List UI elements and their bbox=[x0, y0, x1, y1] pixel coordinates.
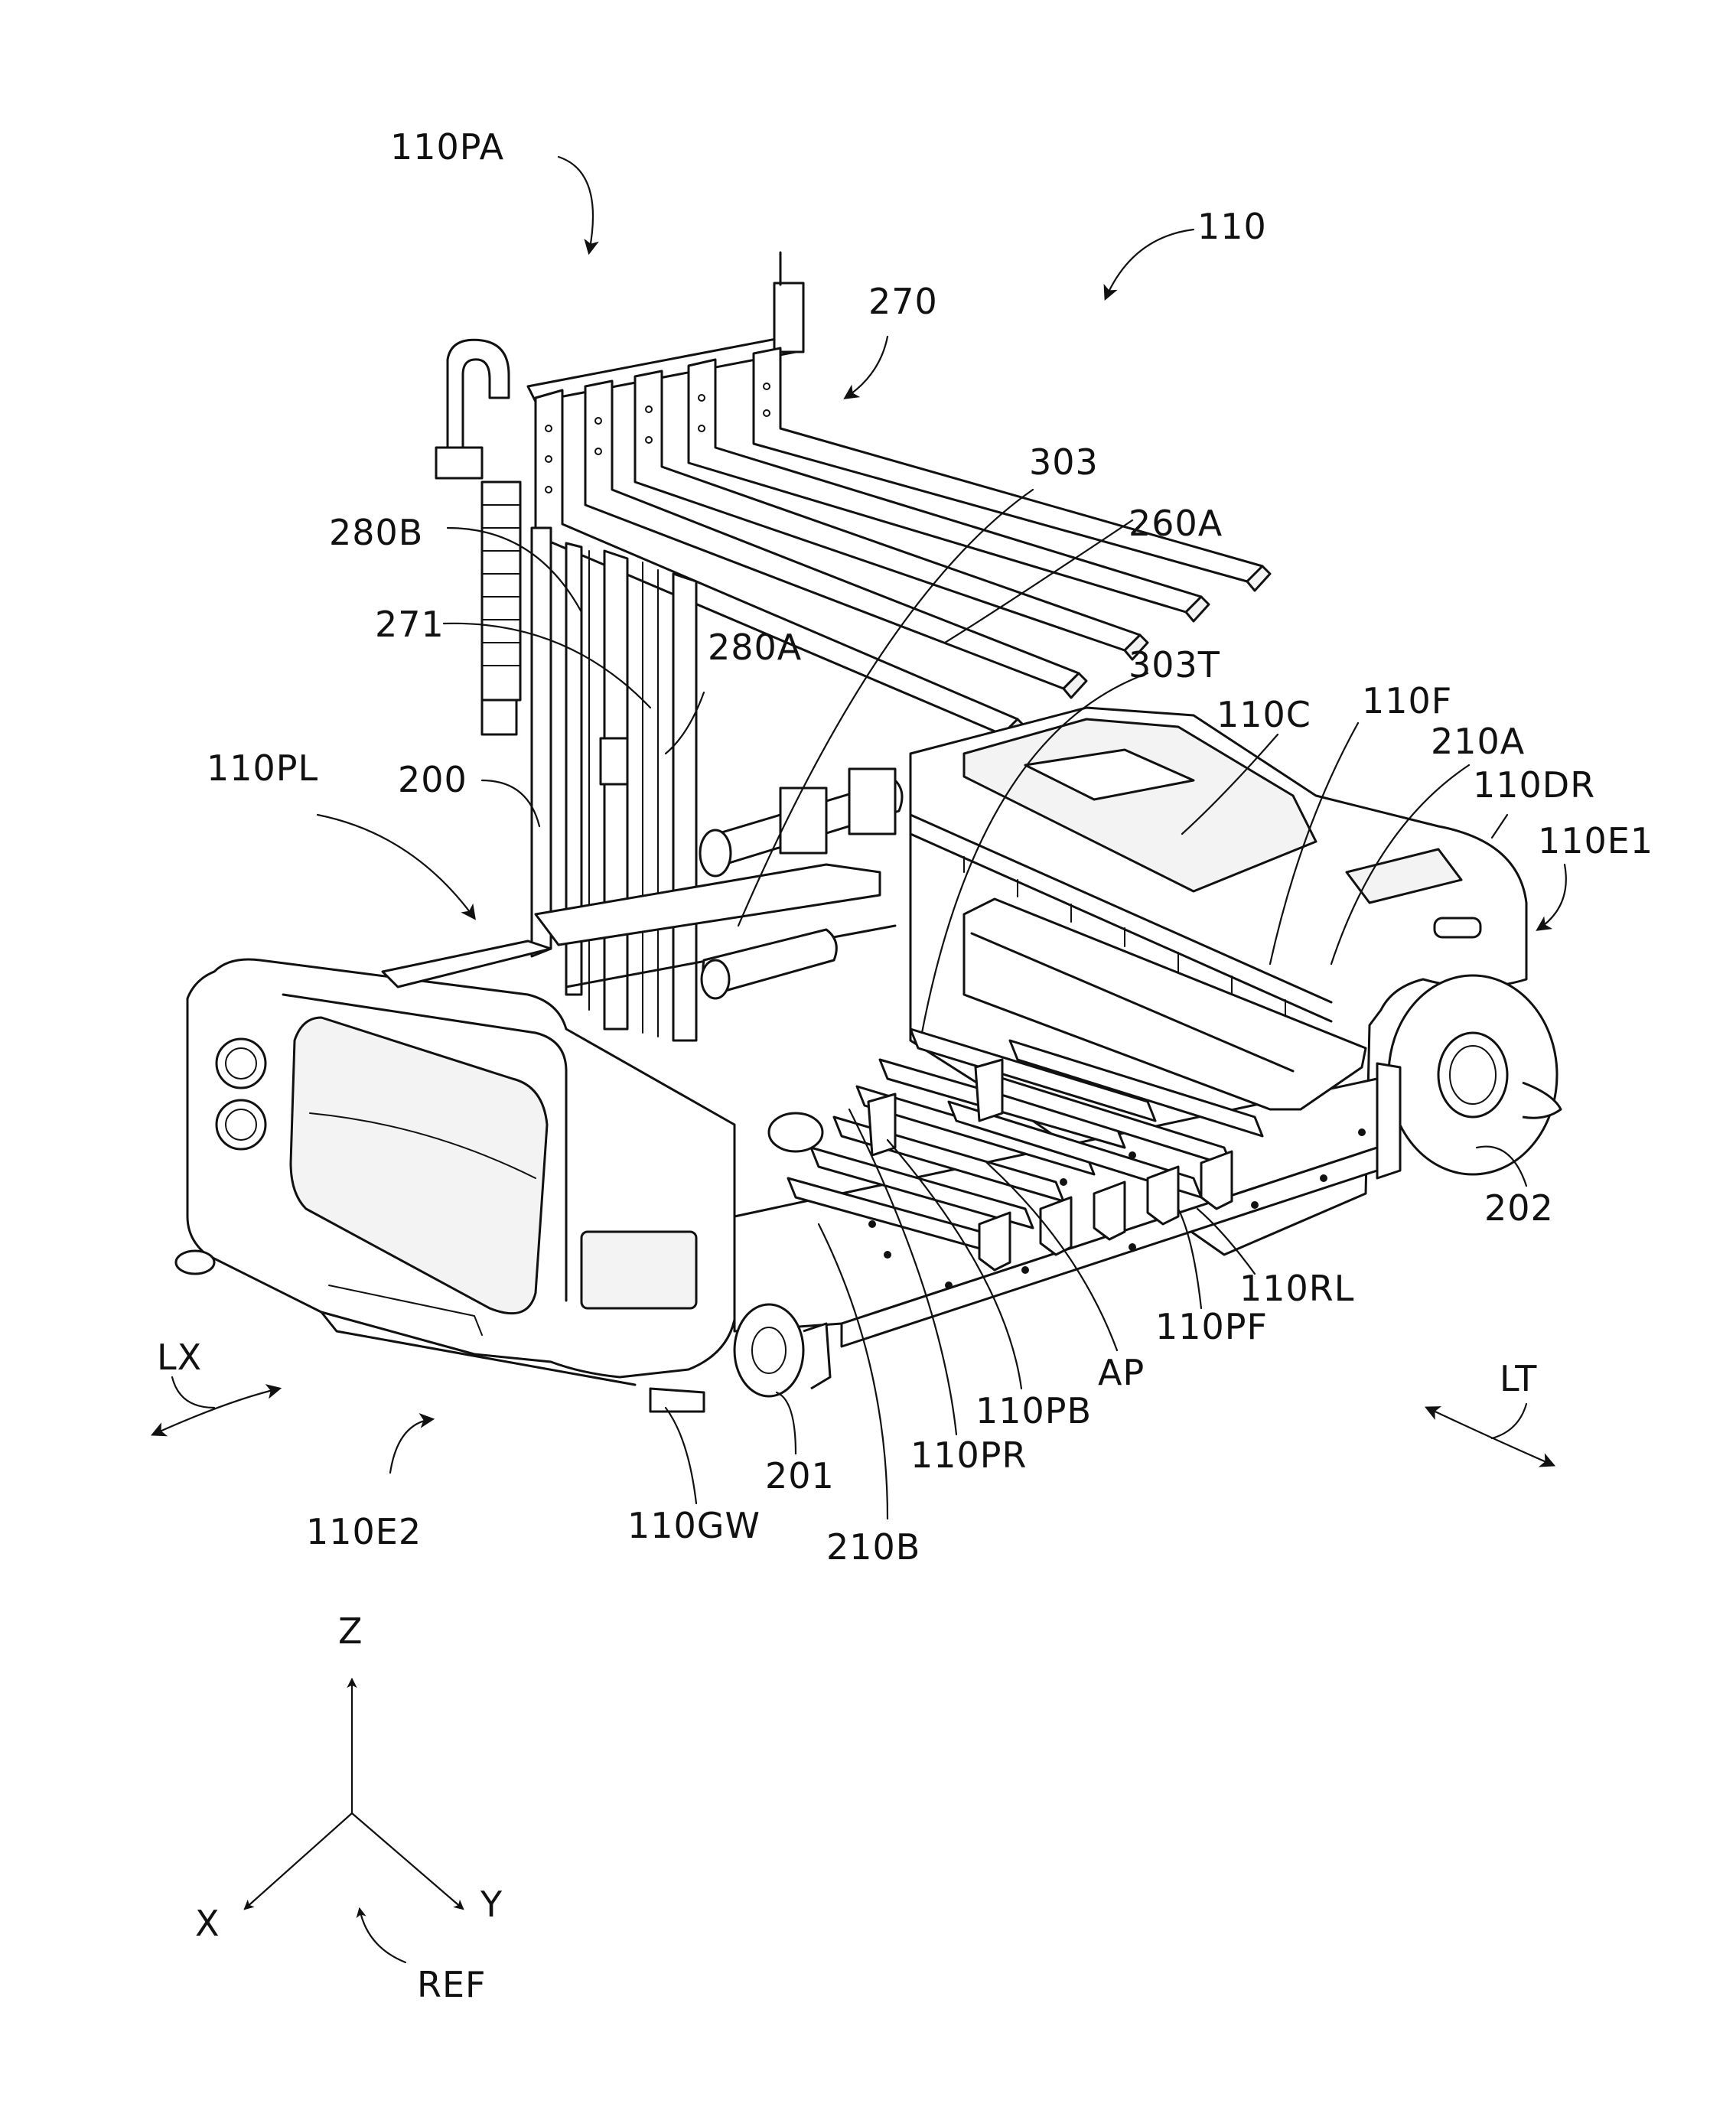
label-270: 270 bbox=[868, 281, 938, 322]
mast-200 bbox=[532, 528, 696, 1040]
axis-label-z: Z bbox=[338, 1610, 363, 1652]
label-280A: 280A bbox=[708, 627, 802, 668]
label-110E2: 110E2 bbox=[306, 1511, 422, 1552]
cable-chain bbox=[436, 340, 520, 734]
label-271: 271 bbox=[375, 604, 445, 645]
label-110PB: 110PB bbox=[975, 1390, 1092, 1431]
label-110PA: 110PA bbox=[390, 126, 504, 168]
label-110PF: 110PF bbox=[1155, 1306, 1268, 1347]
label-110PL: 110PL bbox=[207, 747, 318, 789]
label-LX: LX bbox=[157, 1337, 202, 1378]
label-LT: LT bbox=[1500, 1358, 1537, 1399]
label-110RL: 110RL bbox=[1239, 1268, 1354, 1309]
axis-label-x: X bbox=[195, 1903, 220, 1944]
label-201: 201 bbox=[765, 1455, 835, 1496]
label-210A: 210A bbox=[1431, 721, 1525, 762]
axis-label-y: Y bbox=[480, 1884, 503, 1925]
drive-wheel-202 bbox=[1389, 975, 1561, 1174]
label-110GW: 110GW bbox=[627, 1505, 761, 1546]
axis-triad bbox=[245, 1679, 463, 1962]
label-110C: 110C bbox=[1217, 694, 1311, 735]
label-260A: 260A bbox=[1129, 503, 1223, 544]
label-210B: 210B bbox=[826, 1526, 920, 1568]
label-110F: 110F bbox=[1362, 680, 1452, 721]
label-202: 202 bbox=[1484, 1187, 1554, 1229]
label-110PR: 110PR bbox=[910, 1435, 1028, 1476]
label-303: 303 bbox=[1029, 441, 1099, 483]
axis-label-ref: REF bbox=[417, 1964, 487, 2005]
label-110DR: 110DR bbox=[1473, 764, 1595, 806]
label-AP: AP bbox=[1098, 1352, 1145, 1393]
label-110E1: 110E1 bbox=[1538, 820, 1653, 861]
label-200: 200 bbox=[398, 759, 467, 800]
label-303T: 303T bbox=[1129, 644, 1220, 686]
label-280B: 280B bbox=[329, 512, 423, 553]
label-110: 110 bbox=[1197, 206, 1267, 247]
